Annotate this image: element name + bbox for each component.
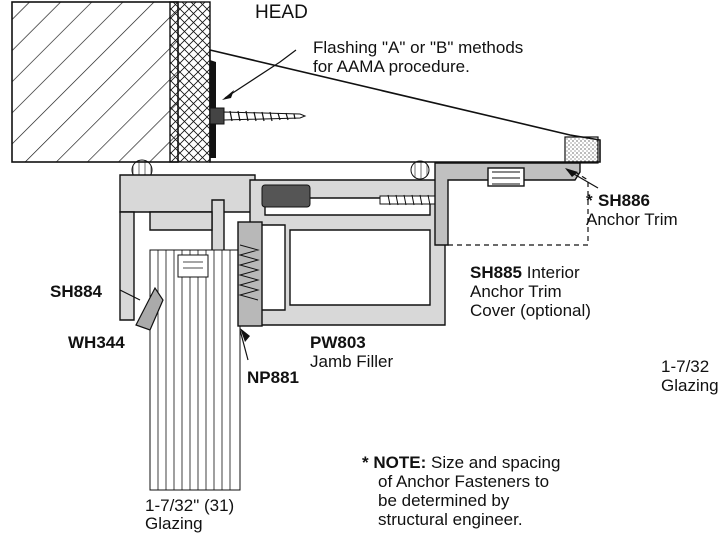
anchor-trim-sh886 <box>434 162 581 246</box>
flashing-note-line1: Flashing "A" or "B" methods <box>313 38 524 57</box>
head-label: HEAD <box>255 2 308 23</box>
sealant-end-block <box>564 136 599 164</box>
pw803-desc: Jamb Filler <box>310 352 394 371</box>
glazing-unit <box>149 249 241 491</box>
leader-arrowheads <box>222 90 578 342</box>
note-line1: * NOTE: Size and spacing <box>362 453 560 472</box>
sheathing <box>169 1 211 163</box>
np881-code: NP881 <box>247 368 299 387</box>
note-text-line1: Size and spacing <box>430 453 561 472</box>
note-label: NOTE: <box>373 453 427 472</box>
head-screw <box>209 107 307 125</box>
sh885-code: SH885 <box>470 263 522 282</box>
thermal-break-insert <box>261 184 311 208</box>
sh885-desc-line2: Anchor Trim <box>470 282 562 301</box>
sh886-star: * <box>586 191 593 210</box>
right-glazing-line2: Glazing <box>661 376 719 395</box>
flashing-note-line2: for AAMA procedure. <box>313 57 470 76</box>
note-star: * <box>362 453 369 472</box>
interior-anchor-trim-cover-sh885 <box>448 171 589 246</box>
frame-head-profile <box>119 174 256 321</box>
wedge-gasket-wh344 <box>135 286 164 331</box>
sh884-code: SH884 <box>50 282 102 301</box>
note-text-line3: be determined by <box>378 491 510 510</box>
note-text-line4: structural engineer. <box>378 510 523 529</box>
header-wood-block <box>11 1 179 163</box>
wh344-code: WH344 <box>68 333 125 352</box>
sh885-label: SH885 Interior <box>470 263 580 282</box>
sh885-desc-line3: Cover (optional) <box>470 301 591 320</box>
note-text-line2: of Anchor Fasteners to <box>378 472 550 491</box>
sh886-code: SH886 <box>598 191 650 210</box>
pw803-code: PW803 <box>310 333 366 352</box>
right-glazing-line1: 1-7/32 <box>661 357 710 376</box>
sh886-desc: Anchor Trim <box>586 210 678 229</box>
glazing-line1: 1-7/32" (31) <box>145 496 235 515</box>
sh885-desc-line1: Interior <box>526 263 580 282</box>
glazing-line2: Glazing <box>145 514 203 533</box>
backer-rod-right <box>410 160 430 180</box>
glazing-bead <box>237 221 263 327</box>
